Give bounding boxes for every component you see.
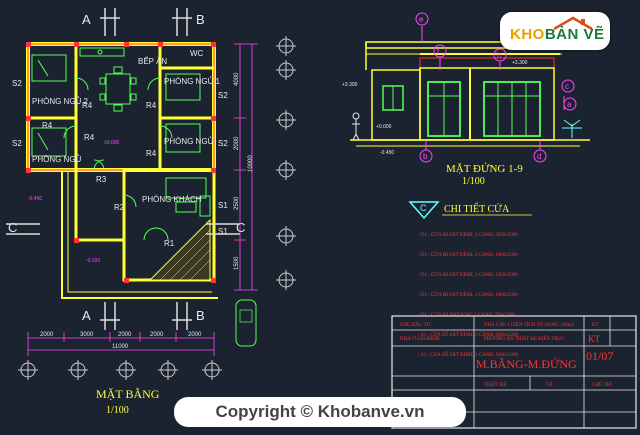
dim-bottom-4: 2000: [150, 332, 164, 338]
front-elevation: e f h c a b d +3.300 +0.000 -0.450 +3.30…: [342, 12, 590, 187]
section-mark-b-top: B: [196, 12, 205, 27]
axis-label-h: h: [497, 51, 501, 60]
axis-label-f: f: [437, 47, 440, 56]
dim-vert-2: 2000: [234, 136, 240, 150]
tag-r2: R2: [114, 203, 125, 212]
door-detail: C CHI TIẾT CỬA - D1 : CỬA ĐI SẮT KÍNH, 4…: [408, 201, 532, 358]
tag-s1-right: S1: [218, 201, 228, 210]
tag-s2-left: S2: [12, 79, 22, 88]
dim-bottom-total: 11000: [112, 344, 129, 350]
tb-sub-3: CHỦ TRÌ: [592, 382, 612, 388]
tag-r4-c: R4: [146, 101, 157, 110]
tag-r4-d: R4: [146, 149, 157, 158]
plan-scale: 1/100: [106, 405, 129, 416]
room-label-bedroom-2: PHÒNG NGỦ 2: [32, 97, 89, 106]
tag-r1: R1: [164, 239, 175, 248]
section-mark-c-left: C: [8, 220, 17, 235]
room-label-wc: WC: [190, 49, 204, 58]
detail-note-1: - D1 : CỬA ĐI SẮT KÍNH, 4 CÁNH, 3200x230…: [418, 231, 518, 238]
car-symbol: [235, 299, 257, 347]
axis-label-c: c: [565, 82, 569, 91]
room-label-bedroom-1: PHÒNG NGỦ 1: [164, 77, 221, 86]
room-label-bedroom-3: PHÒNG NGỦ: [32, 155, 82, 164]
level-plan-2: -0.450: [28, 196, 42, 202]
tb-sheet-no: 01/07: [586, 349, 613, 363]
elev-level-1: +3.300: [342, 82, 358, 88]
dim-bottom-1: 2000: [40, 332, 54, 338]
level-plan-3: -0.020: [86, 258, 100, 264]
axis-label-e: e: [419, 15, 424, 24]
tb-row-1: CHỦ ĐẦU TƯ: [400, 322, 431, 328]
elevation-title: MẶT ĐỨNG 1-9: [446, 163, 523, 175]
tb-drawing: PHƯƠNG ÁN THIẾT KẾ KIẾN TRÚC: [484, 336, 565, 342]
tag-s2-right: S2: [218, 91, 228, 100]
detail-note-7: - S2 : CỬA SỔ SẮT KÍNH, 1 CÁNH, 1000x120…: [418, 351, 519, 358]
dim-vert-3: 2500: [234, 196, 240, 210]
floor-plan: A B: [6, 8, 257, 416]
dim-bottom-2: 3000: [80, 332, 94, 338]
dim-vert-1: 4000: [234, 72, 240, 86]
detail-note-3: - D1 : CỬA ĐI SẮT KÍNH, 2 CÁNH, 1200x230…: [418, 271, 518, 278]
tb-row-2: NHÀ Ở GIA ĐÌNH: [400, 336, 440, 342]
section-mark-b-bottom: B: [196, 308, 205, 323]
dim-bottom-5: 2000: [188, 332, 202, 338]
detail-note-4: - D1 : CỬA ĐI SẮT KÍNH, 1 CÁNH, 1000x230…: [418, 291, 518, 298]
detail-marker: C: [420, 203, 427, 213]
logo-text-part1: KHO: [510, 26, 545, 43]
level-plan-1: ±0.000: [104, 140, 119, 146]
tag-s2-right2: S2: [218, 139, 228, 148]
tb-sheet-code-small: KT: [592, 323, 599, 328]
dim-vert-4: 1500: [234, 256, 240, 270]
elev-level-4: +3.300: [512, 60, 528, 66]
tag-r4-e: R4: [84, 133, 95, 142]
tb-owner: M.BẰNG-M.ĐỨNG: [476, 356, 577, 371]
section-mark-a-bottom: A: [82, 308, 91, 323]
tb-sub-2: VẼ: [546, 382, 553, 388]
tag-r4-b: R4: [82, 101, 93, 110]
elev-level-3: -0.450: [380, 150, 394, 156]
logo-text: KHOBẢN VẼ: [510, 26, 605, 43]
dim-vert-total: 10000: [248, 155, 254, 172]
detail-note-5: - D1 : CỬA ĐI NHỰA WC 1 CÁNH, 700x2300: [418, 312, 515, 318]
vertical-dimensions: 4000 2000 10000 2500 1500: [234, 36, 296, 291]
axis-label-b: b: [423, 152, 428, 161]
tag-s2-left2: S2: [12, 139, 22, 148]
tb-project: NHÀ CẤP 4 DIỆN TÍCH SỬ DỤNG 108m2: [484, 322, 575, 328]
room-label-bedroom-4: PHÒNG NGỦ: [164, 137, 214, 146]
tag-s1-right2: S1: [218, 227, 228, 236]
logo-badge: KHOBẢN VẼ: [500, 12, 610, 50]
section-mark-c-right: C: [236, 220, 245, 235]
detail-note-2: - D1 : CỬA ĐI SẮT KÍNH, 2 CÁNH, 1600x230…: [418, 251, 518, 258]
logo-text-part2: BẢN VẼ: [544, 26, 605, 43]
room-label-kitchen: BẾP ĂN: [138, 56, 167, 66]
tb-sub-1: THIẾT KẾ: [484, 382, 506, 388]
tb-sheet-code: KT: [588, 334, 600, 344]
tag-r3: R3: [96, 175, 107, 184]
elevation-scale: 1/100: [462, 176, 485, 187]
detail-note-6: - S1 : CỬA SỔ SẮT KÍNH, 2 CÁNH, 2000x120…: [418, 331, 519, 338]
tag-r4-a: R4: [42, 121, 53, 130]
section-mark-a-top: A: [82, 12, 91, 27]
title-block: CHỦ ĐẦU TƯ NHÀ Ở GIA ĐÌNH NHÀ CẤP 4 DIỆN…: [391, 315, 637, 429]
elev-level-2: +0.000: [376, 124, 392, 130]
room-label-living: PHÒNG KHÁCH: [142, 195, 202, 204]
axis-label-d: d: [537, 152, 541, 161]
copyright-watermark: Copyright © Khobanve.vn: [174, 397, 466, 427]
plan-title: MẶT BẰNG: [96, 386, 160, 401]
roof-logo-icon: [553, 16, 593, 30]
detail-title: CHI TIẾT CỬA: [444, 202, 510, 215]
dim-bottom-3: 2000: [118, 332, 132, 338]
axis-label-a: a: [567, 100, 572, 109]
